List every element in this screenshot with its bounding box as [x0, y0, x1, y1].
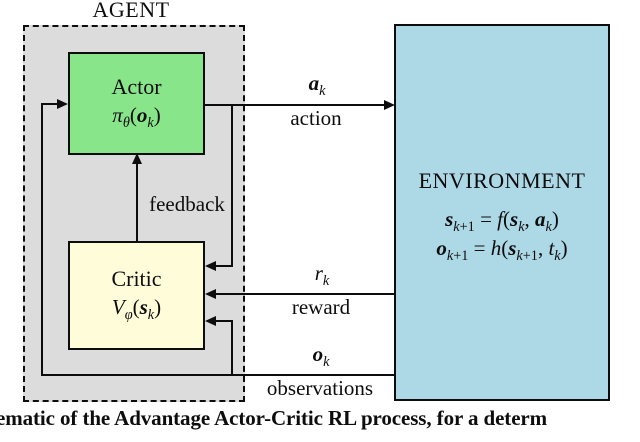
observations-into-actor-line: [43, 103, 58, 105]
critic-box: Critic Vφ(sk): [68, 241, 205, 350]
actor-box: Actor πθ(ok): [68, 52, 205, 155]
agent-label: AGENT: [92, 0, 170, 22]
observations-line-vertical: [41, 103, 43, 376]
action-feedback-branch-vertical: [231, 104, 233, 267]
reward-symbol: rk: [314, 261, 330, 290]
feedback-arrowhead-icon: [132, 153, 142, 164]
environment-state-equation: sk+1 = f(sk, ak): [445, 207, 559, 236]
figure-caption: ematic of the Advantage Actor-Critic RL …: [0, 406, 548, 430]
critic-title: Critic: [111, 266, 162, 292]
feedback-label: feedback: [149, 192, 225, 216]
observations-branch-horizontal: [212, 320, 233, 322]
observations-line-horizontal: [41, 374, 394, 376]
actor-policy-formula: πθ(ok): [112, 102, 161, 131]
observation-symbol: ok: [312, 342, 330, 371]
observations-label: observations: [266, 376, 374, 400]
actor-title: Actor: [111, 74, 162, 100]
action-arrowhead-icon: [384, 100, 395, 110]
feedback-line: [136, 163, 138, 242]
reward-arrowhead-icon: [205, 289, 216, 299]
action-feedback-branch-horizontal: [212, 265, 233, 267]
environment-observation-equation: ok+1 = h(sk+1, tk): [436, 236, 568, 265]
observations-into-actor-arrowhead-icon: [57, 99, 68, 109]
reward-label: reward: [291, 295, 351, 319]
critic-value-formula: Vφ(sk): [111, 294, 162, 323]
reward-line: [213, 293, 394, 295]
action-symbol: ak: [308, 71, 326, 100]
observations-branch-vertical: [231, 321, 233, 376]
environment-title: ENVIRONMENT: [418, 168, 586, 193]
action-line: [205, 104, 390, 106]
action-into-critic-arrowhead-icon: [205, 261, 216, 271]
observations-into-critic-arrowhead-icon: [205, 316, 216, 326]
environment-box: ENVIRONMENT sk+1 = f(sk, ak) ok+1 = h(sk…: [394, 24, 610, 401]
action-label: action: [290, 106, 342, 130]
